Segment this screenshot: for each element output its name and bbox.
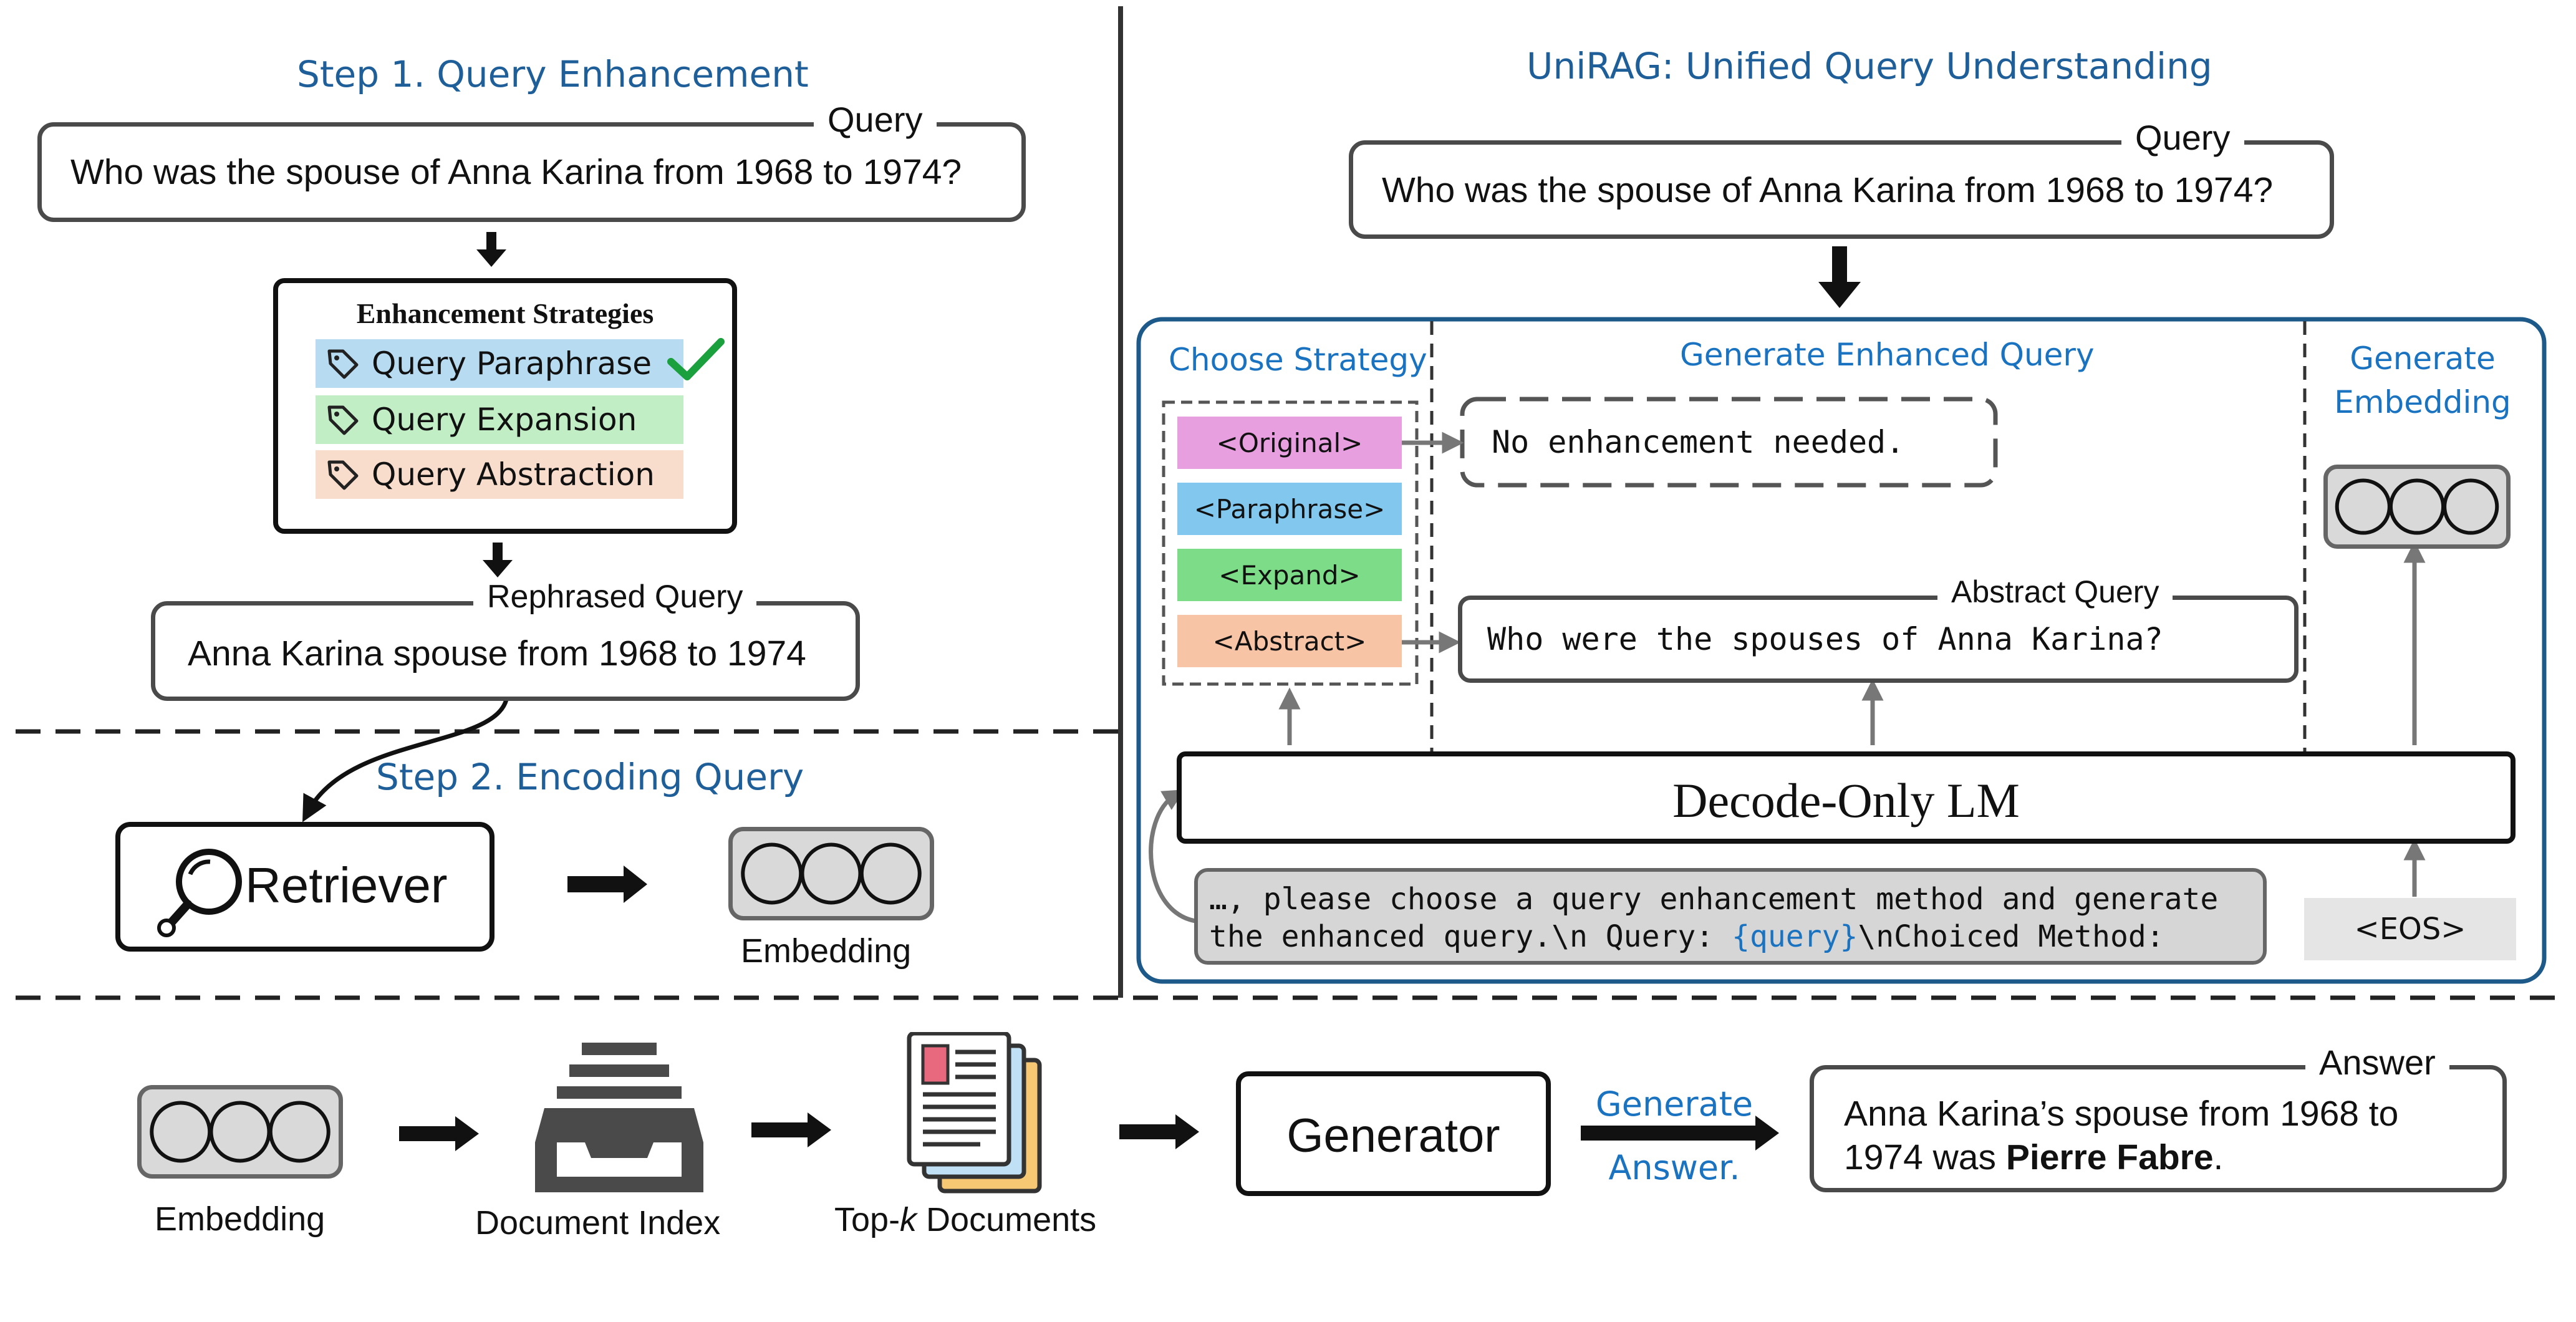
- answer-line-1: Anna Karina’s spouse from 1968 to: [1844, 1094, 2399, 1134]
- unirag-frame: [1136, 317, 2547, 984]
- document-index-icon: [535, 1043, 703, 1192]
- prompt-box: …, please choose a query enhancement met…: [1194, 868, 2267, 965]
- answer-text: Anna Karina’s spouse from 1968 to 1974 w…: [1844, 1092, 2398, 1179]
- answer-end: .: [2213, 1137, 2224, 1177]
- generate-query-title: Generate Enhanced Query: [1680, 337, 2095, 373]
- step2-embedding: [728, 827, 934, 920]
- abstract-query-label: Abstract Query: [1937, 574, 2173, 610]
- generate-answer-line2: Answer.: [1608, 1148, 1740, 1187]
- decode-lm-label: Decode-Only LM: [1672, 773, 2020, 827]
- answer-box: Answer Anna Karina’s spouse from 1968 to…: [1810, 1042, 2507, 1192]
- rephrased-query-label: Rephrased Query: [473, 578, 757, 615]
- magnifier-icon: [157, 849, 242, 937]
- retriever-label: Retriever: [245, 857, 448, 913]
- generator-label: Generator: [1286, 1109, 1500, 1162]
- generate-embedding-line1: Generate: [2350, 340, 2496, 377]
- documents-icon: [907, 1032, 1042, 1194]
- strategy-token: <Abstract>: [1177, 615, 1402, 667]
- prompt-line-2-post: \nChoiced Method:: [1858, 919, 2164, 954]
- arrow-down-unirag: [1818, 246, 1861, 308]
- strategies-title: Enhancement Strategies: [356, 297, 654, 329]
- arrow-right-step2: [567, 866, 647, 903]
- prompt-placeholder: {query}: [1732, 919, 1858, 954]
- topk-label: Top-k Documents: [834, 1200, 1096, 1239]
- curved-arrow: [302, 698, 509, 823]
- prompt-line-2-pre: the enhanced query.\n Query:: [1209, 919, 1732, 954]
- choose-strategy-title: Choose Strategy: [1169, 342, 1427, 378]
- unirag-query-text: Who was the spouse of Anna Karina from 1…: [1382, 170, 2274, 210]
- generator-box: Generator: [1236, 1071, 1551, 1196]
- strategy-label: Query Paraphrase: [372, 345, 652, 382]
- strategy-chip: Query Abstraction: [316, 450, 683, 499]
- arrow-down-2: [483, 543, 513, 577]
- unirag-title: UniRAG: Unified Query Understanding: [1527, 45, 2212, 87]
- eos-token: <EOS>: [2304, 898, 2516, 960]
- unirag-query-label: Query: [2121, 117, 2244, 158]
- arrow-down-1: [476, 232, 506, 267]
- no-enhancement-text: No enhancement needed.: [1492, 424, 1905, 460]
- step2-embedding-label: Embedding: [741, 932, 912, 970]
- pipeline-embedding: [137, 1085, 343, 1179]
- generate-answer-line1: Generate: [1595, 1084, 1754, 1124]
- unirag-embedding: [2323, 465, 2511, 549]
- topk-post: Documents: [917, 1201, 1097, 1238]
- step1-query-label: Query: [814, 99, 937, 140]
- answer-label: Answer: [2305, 1042, 2449, 1083]
- answer-bold: Pierre Fabre: [2005, 1137, 2214, 1177]
- tag-icon: [327, 460, 359, 490]
- pipeline-embedding-label: Embedding: [155, 1200, 326, 1238]
- retriever-box: Retriever: [115, 822, 494, 952]
- generate-embedding-title: Generate Embedding: [2307, 337, 2538, 424]
- answer-line-2-pre: 1974 was: [1844, 1137, 2006, 1177]
- strategy-token: <Expand>: [1177, 549, 1402, 601]
- step1-query-box: Query Who was the spouse of Anna Karina …: [37, 99, 1026, 222]
- strategy-chip: Query Paraphrase: [316, 339, 683, 388]
- strategy-group: [1162, 400, 1419, 686]
- abstract-query-box: Abstract Query Who were the spouses of A…: [1458, 574, 2299, 683]
- abstract-query-text: Who were the spouses of Anna Karina?: [1487, 621, 2163, 657]
- prompt-line-1: …, please choose a query enhancement met…: [1209, 882, 2219, 917]
- document-index-label: Document Index: [475, 1204, 721, 1242]
- decode-lm-box: Decode-Only LM: [1177, 751, 2516, 844]
- strategy-token: <Paraphrase>: [1177, 483, 1402, 535]
- answer-line-2: 1974 was Pierre Fabre.: [1844, 1136, 2398, 1179]
- strategy-label: Query Expansion: [372, 402, 637, 438]
- check-icon: [667, 338, 725, 380]
- strategy-chip: Query Expansion: [316, 395, 683, 444]
- strategy-label: Query Abstraction: [372, 456, 655, 493]
- generate-embedding-line2: Embedding: [2334, 384, 2511, 420]
- rephrased-query-text: Anna Karina spouse from 1968 to 1974: [188, 634, 806, 673]
- topk-k: k: [900, 1201, 917, 1238]
- rephrased-query-box: Rephrased Query Anna Karina spouse from …: [151, 578, 860, 701]
- step1-query-text: Who was the spouse of Anna Karina from 1…: [70, 152, 962, 192]
- step2-title: Step 2. Encoding Query: [376, 756, 804, 798]
- tag-icon: [327, 349, 359, 379]
- generate-answer-label: Generate Answer.: [1578, 1073, 1771, 1200]
- tag-icon: [327, 405, 359, 435]
- strategy-token: <Original>: [1177, 417, 1402, 469]
- topk-pre: Top-: [834, 1201, 900, 1238]
- step1-title: Step 1. Query Enhancement: [297, 53, 809, 95]
- unirag-query-box: Query Who was the spouse of Anna Karina …: [1349, 117, 2334, 239]
- prompt-line-2: the enhanced query.\n Query: {query}\nCh…: [1209, 918, 2263, 955]
